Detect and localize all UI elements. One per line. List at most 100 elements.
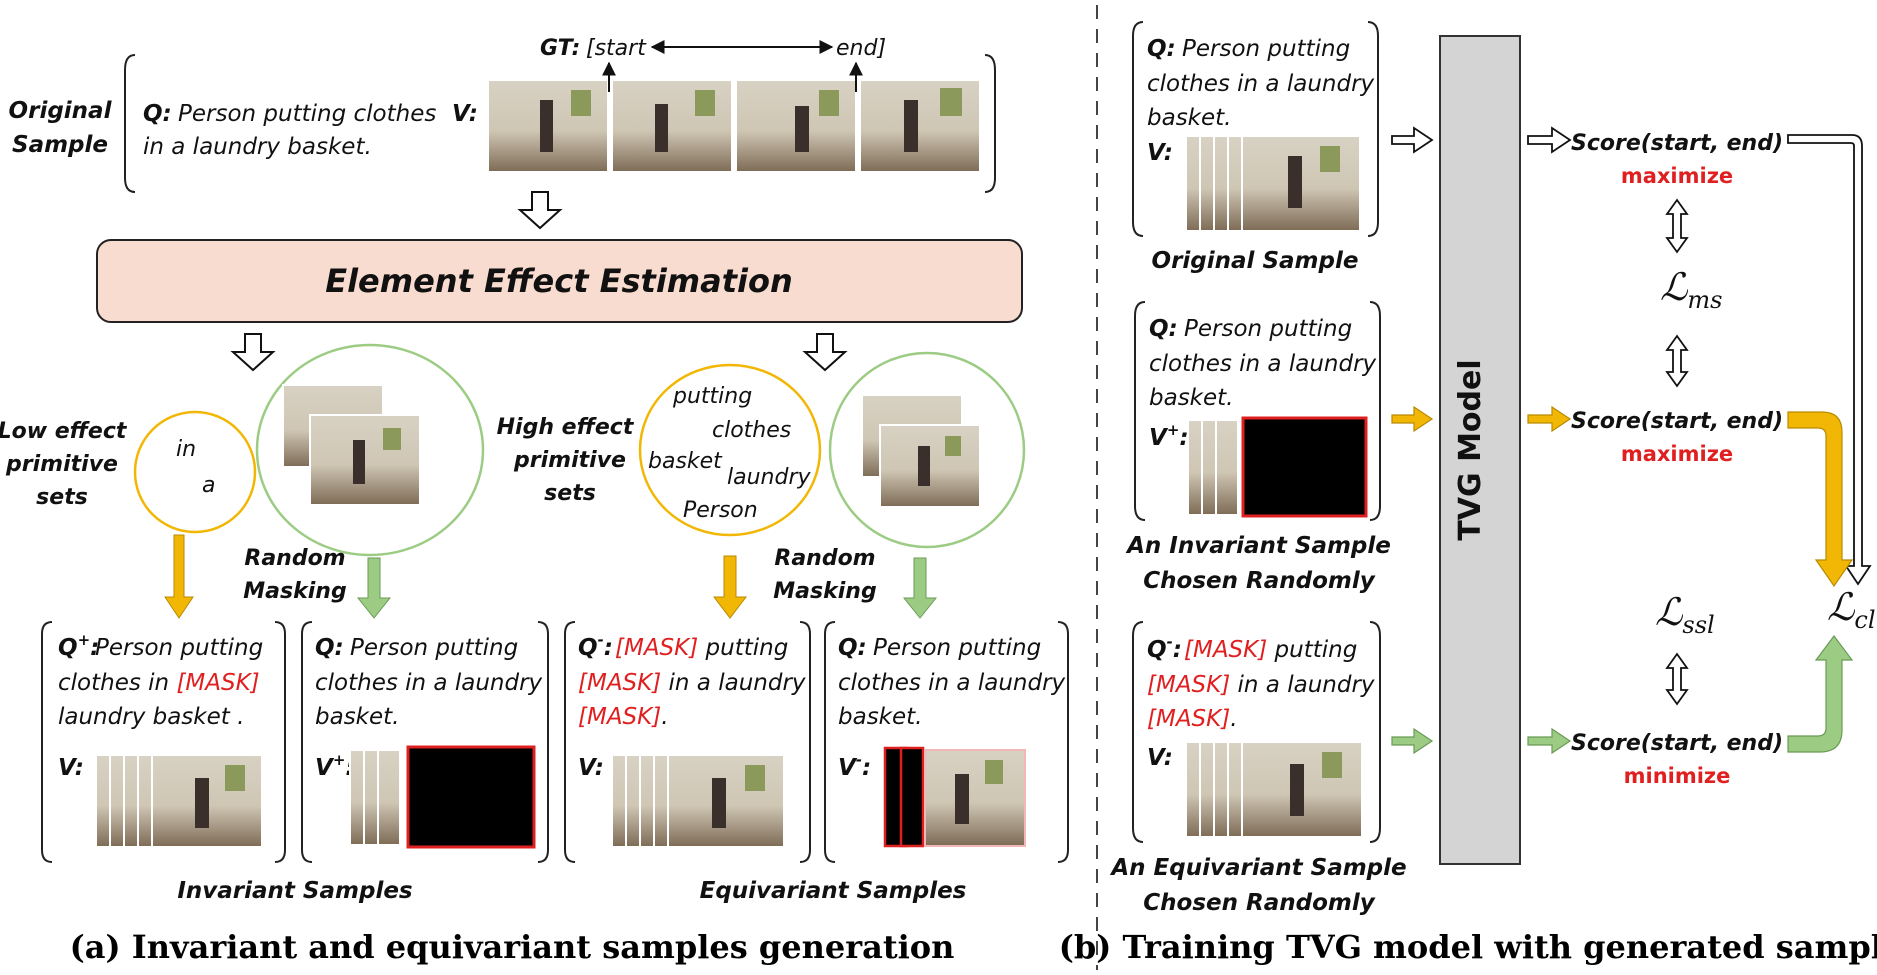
low-effect-line2: primitive xyxy=(5,452,118,477)
svg-text:[MASK] in a laundry: [MASK] in a laundry xyxy=(1147,672,1375,698)
svg-text:[MASK] putting: [MASK] putting xyxy=(1184,637,1357,663)
masked-video-circle-right xyxy=(828,351,1026,549)
line2a: clothes in xyxy=(58,670,176,696)
v-label: V xyxy=(1149,425,1169,451)
video-frames xyxy=(611,754,785,848)
loss-cl-sub: cl xyxy=(1854,606,1875,634)
low-word-a: a xyxy=(202,473,215,498)
panel-b-equivariant-sample: Q-: [MASK] putting [MASK] in a laundry [… xyxy=(1132,621,1381,843)
low-effect-circle xyxy=(133,410,257,534)
q-sup: - xyxy=(1167,633,1173,651)
equivariant-sample-video: Q: Person putting clothes in a laundry b… xyxy=(824,621,1069,863)
panel-b-original-sample: Q: Person putting clothes in a laundry b… xyxy=(1132,21,1379,237)
element-effect-estimation-title: Element Effect Estimation xyxy=(325,262,793,300)
line3: basket. xyxy=(315,704,399,730)
q-colon: : xyxy=(604,635,613,661)
loss-ssl-sub: ssl xyxy=(1682,611,1714,639)
down-arrow-original xyxy=(517,191,563,230)
panel-b-equivariant-label-line2: Chosen Randomly xyxy=(1143,890,1375,916)
q-colon: : xyxy=(90,635,99,661)
line3b: . xyxy=(661,704,668,730)
original-label-line1: Original xyxy=(9,98,113,124)
high-effect-line3: sets xyxy=(544,481,596,506)
q-label: Q xyxy=(58,635,78,661)
random-masking-right-line1: Random xyxy=(774,546,875,571)
equivariant-samples-label: Equivariant Samples xyxy=(700,878,967,904)
frame-detail xyxy=(945,436,961,456)
video-frames xyxy=(883,746,1026,848)
high-word-clothes: clothes xyxy=(712,418,791,443)
line3: basket. xyxy=(1149,385,1233,411)
line3: basket. xyxy=(1147,105,1231,131)
svg-text:Q-:: Q-: xyxy=(578,631,613,661)
loss-ssl-base: ℒ xyxy=(1655,590,1684,634)
high-word-putting: putting xyxy=(672,384,752,409)
high-effect-line1: High effect xyxy=(497,415,635,440)
high-effect-line2: primitive xyxy=(513,448,626,473)
mask-token: [MASK] xyxy=(578,670,661,696)
output-arrow-original xyxy=(1527,126,1572,154)
line1: Person putting xyxy=(95,635,263,661)
element-effect-estimation-box xyxy=(96,239,1023,323)
query-line1: Person putting clothes xyxy=(178,101,436,127)
line1: Person putting xyxy=(350,635,518,661)
bracket-right xyxy=(984,54,996,193)
loss-ssl: ℒssl xyxy=(1655,590,1715,639)
svg-text:V+:: V+: xyxy=(1149,421,1189,451)
mask-token: [MASK] xyxy=(176,670,259,696)
v-label: V xyxy=(315,755,335,781)
v-label: V: xyxy=(1147,140,1173,166)
query-line2: in a laundry basket. xyxy=(143,134,372,160)
v-label: V: xyxy=(1147,745,1173,771)
score-original: Score(start, end) xyxy=(1571,131,1783,156)
random-masking-right-line2: Masking xyxy=(773,579,876,604)
original-to-cl-arrow xyxy=(1787,134,1872,586)
panel-b-invariant-label-line2: Chosen Randomly xyxy=(1143,568,1375,594)
ms-arrow-bottom xyxy=(1665,334,1689,388)
green-arrow-1 xyxy=(356,557,392,619)
equivariant-to-cl-arrow xyxy=(1787,635,1854,753)
v-label: V xyxy=(838,755,858,781)
svg-text:[MASK].: [MASK]. xyxy=(578,704,669,730)
line1: Person putting xyxy=(873,635,1041,661)
line1b: putting xyxy=(1267,637,1357,663)
orange-arrow-1 xyxy=(164,534,194,619)
maximize-original: maximize xyxy=(1621,164,1733,188)
output-arrow-equivariant xyxy=(1527,727,1572,755)
q-label: Q: xyxy=(1149,316,1178,342)
svg-text:Q+:: Q+: xyxy=(58,631,99,661)
mask-token: [MASK] xyxy=(1147,706,1230,732)
q-label: Q xyxy=(578,635,598,661)
invariant-samples-label: Invariant Samples xyxy=(177,878,412,904)
gt-start: [start xyxy=(586,36,647,61)
frame-detail xyxy=(353,440,365,484)
masked-frame xyxy=(406,745,536,849)
high-word-basket: basket xyxy=(648,449,723,474)
v-label: V: xyxy=(578,755,604,781)
input-arrow-invariant xyxy=(1391,405,1434,433)
v-sup: + xyxy=(1167,421,1180,439)
high-effect-circle xyxy=(638,363,822,537)
tvg-model-label: TVG Model xyxy=(1453,359,1488,540)
v-sup: + xyxy=(333,751,346,769)
caption-a: (a) Invariant and equivariant samples ge… xyxy=(70,928,955,966)
svg-text:V-:: V-: xyxy=(838,751,871,781)
svg-text:Q-:: Q-: xyxy=(1147,633,1182,663)
line2: clothes in a laundry xyxy=(315,670,543,696)
down-arrow-high xyxy=(802,333,848,372)
low-effect-line1: Low effect xyxy=(0,419,128,444)
video-frames xyxy=(1187,416,1368,518)
frame-detail xyxy=(918,446,930,486)
v-colon: : xyxy=(1179,425,1188,451)
video-frames xyxy=(487,79,981,173)
loss-cl-base: ℒ xyxy=(1827,585,1856,629)
bracket-left xyxy=(124,54,136,193)
svg-text:clothes in [MASK]: clothes in [MASK] xyxy=(58,670,260,696)
line1: Person putting xyxy=(1182,36,1350,62)
line3: laundry basket . xyxy=(58,704,244,730)
low-effect-line3: sets xyxy=(36,485,88,510)
maximize-invariant: maximize xyxy=(1621,442,1733,466)
v-sup: - xyxy=(856,751,862,769)
panel-b-equivariant-label-line1: An Equivariant Sample xyxy=(1109,855,1406,881)
